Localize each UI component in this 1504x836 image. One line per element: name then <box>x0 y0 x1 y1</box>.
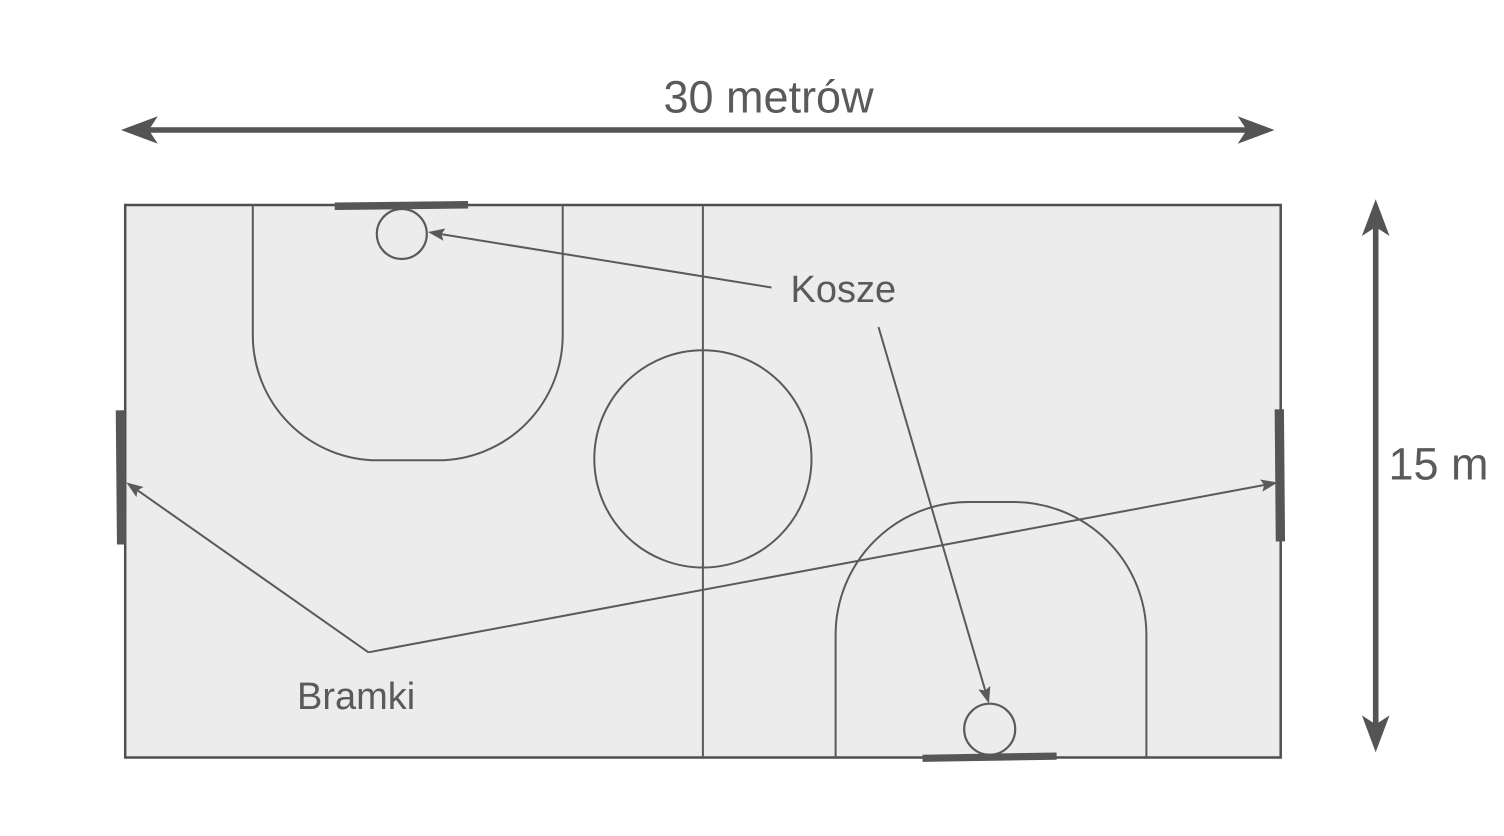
svg-text:15 m: 15 m <box>1389 439 1489 490</box>
svg-text:Kosze: Kosze <box>791 269 897 311</box>
svg-text:30 metrów: 30 metrów <box>664 72 875 123</box>
svg-text:Bramki: Bramki <box>297 676 415 718</box>
